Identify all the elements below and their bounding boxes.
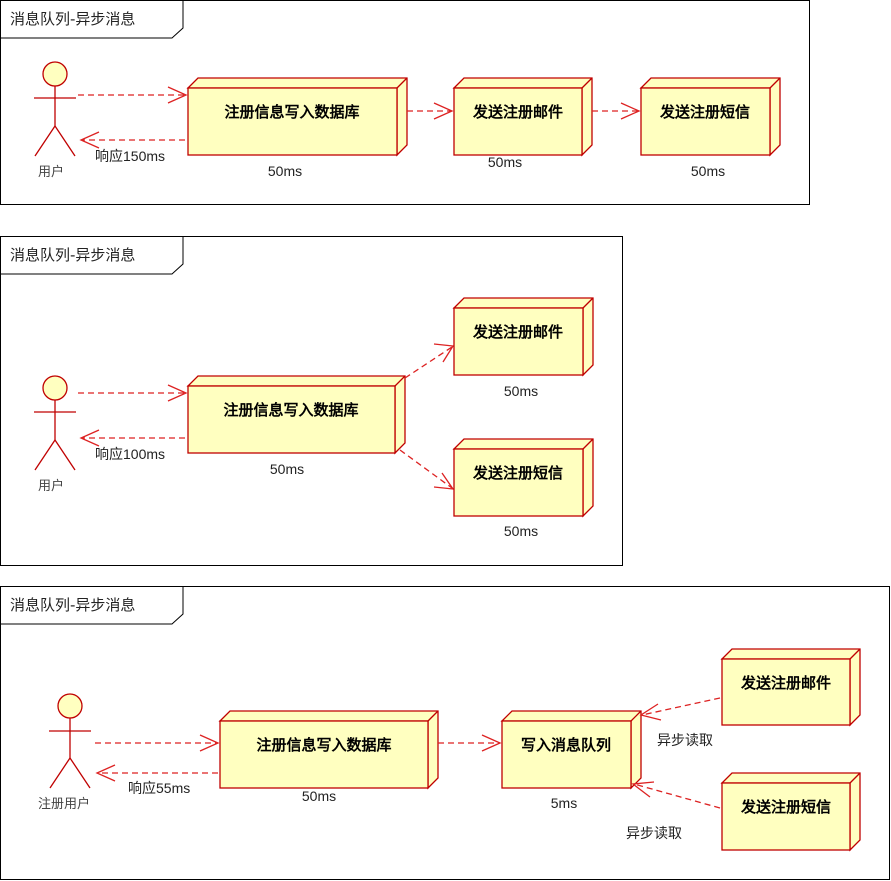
frame-3-border [0,586,890,880]
frame-3-node-sms: 发送注册短信 [720,772,861,852]
frame-1-node-db-label: 注册信息写入数据库 [224,103,359,121]
frame-2-node-db-time: 50ms [270,461,304,477]
frame-3-node-queue-label: 写入消息队列 [521,736,611,754]
frame-1-actor: 用户 [34,61,76,180]
frame-2-response-label: 响应100ms [95,446,165,462]
frame-3-tab [0,586,184,625]
frame-2-node-email-label: 发送注册邮件 [472,323,563,341]
frame-3-response-label: 响应55ms [128,780,190,796]
frame-2-tab [0,236,184,275]
frame-1-node-sms-time: 50ms [691,163,725,179]
frame-1-node-email-time: 50ms [488,154,522,170]
frame-1-node-email-label: 发送注册邮件 [472,103,563,121]
frame-3-node-sms-label: 发送注册短信 [740,798,831,816]
frame-1-actor-label: 用户 [38,164,64,180]
actor-head-icon [57,693,83,719]
frame-2-border [0,236,623,566]
frame-2-node-sms: 发送注册短信 50ms [452,438,594,539]
frame-1-node-sms: 发送注册短信 50ms [639,77,781,179]
frame-3-node-db-time: 50ms [302,788,336,804]
frame-3-node-db-label: 注册信息写入数据库 [256,736,391,754]
frame-2-node-db: 注册信息写入数据库 50ms [186,375,406,477]
frame-1: 消息队列-异步消息 用户 响应150ms 注册信息写入数据库 50ms [0,0,810,205]
actor-head-icon [42,61,68,87]
frame-2-node-sms-time: 50ms [504,523,538,539]
frame-1-tab [0,0,184,39]
frame-3-read-label-2: 异步读取 [626,825,682,841]
frame-1-node-email: 发送注册邮件 50ms [452,77,593,170]
actor-head-icon [42,375,68,401]
frame-3-node-email: 发送注册邮件 [720,648,861,727]
frame-3: 消息队列-异步消息 注册用户 响应55ms 注册信息写入数据库 50ms [0,586,890,880]
frame-3-actor: 注册用户 [38,693,91,812]
frame-2-actor-label: 用户 [38,478,64,494]
frame-1-node-db-time: 50ms [268,163,302,179]
frame-3-actor-label: 注册用户 [38,796,90,812]
frame-1-node-sms-label: 发送注册短信 [659,103,750,121]
frame-1-border [0,0,810,205]
frame-1-title: 消息队列-异步消息 [10,10,135,28]
frame-3-title: 消息队列-异步消息 [10,596,135,614]
frame-1-node-db: 注册信息写入数据库 50ms [186,77,408,179]
frame-2-node-db-label: 注册信息写入数据库 [223,401,358,419]
frame-2-title: 消息队列-异步消息 [10,246,135,264]
frame-3-read-label-1: 异步读取 [657,732,713,748]
frame-1-response-label: 响应150ms [95,148,165,164]
frame-2-actor: 用户 [34,375,76,494]
frame-2-node-email: 发送注册邮件 50ms [452,297,594,399]
frame-3-node-queue: 写入消息队列 5ms [500,710,642,811]
frame-3-node-db: 注册信息写入数据库 50ms [218,710,439,804]
frame-2-node-sms-label: 发送注册短信 [472,464,563,482]
frame-2: 消息队列-异步消息 用户 响应100ms 注册信息写入数据库 50ms [0,236,623,566]
frame-3-node-queue-time: 5ms [551,795,577,811]
frame-2-node-email-time: 50ms [504,383,538,399]
frame-3-node-email-label: 发送注册邮件 [740,674,831,692]
